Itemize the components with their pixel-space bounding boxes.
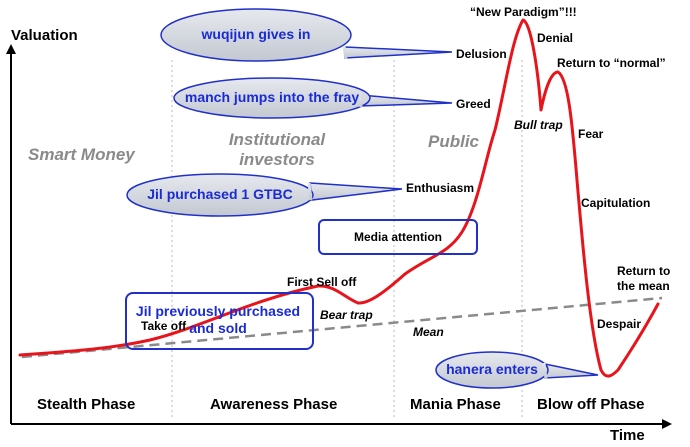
bubble-hanera bbox=[435, 351, 599, 389]
label-capitulation: Capitulation bbox=[581, 196, 651, 210]
label-return-to-normal: Return to “normal” bbox=[557, 56, 666, 70]
x-axis-arrow bbox=[662, 419, 672, 429]
phase-label-awareness: Awareness Phase bbox=[210, 396, 338, 413]
label-take-off: Take off bbox=[141, 319, 187, 333]
x-axis-label: Time bbox=[610, 427, 645, 444]
label-media-attention: Media attention bbox=[353, 230, 442, 244]
media-attention-box bbox=[318, 219, 478, 255]
label-first-sell-off: First Sell off bbox=[287, 275, 357, 289]
annotation-manch: manch jumps into the fray bbox=[184, 89, 360, 105]
y-axis-arrow bbox=[6, 44, 16, 54]
label-new-paradigm: “New Paradigm”!!! bbox=[470, 5, 577, 19]
label-mean: Mean bbox=[413, 325, 444, 339]
annotation-wuqijun: wuqijun gives in bbox=[201, 26, 311, 42]
phase-title-public: Public bbox=[428, 132, 480, 151]
label-return-to-mean: Return to the mean bbox=[617, 264, 671, 293]
label-despair: Despair bbox=[597, 317, 642, 331]
y-axis-label: Valuation bbox=[11, 27, 78, 44]
mean-line bbox=[21, 296, 663, 359]
annotation-hanera: hanera enters bbox=[446, 361, 538, 377]
label-delusion: Delusion bbox=[456, 47, 507, 61]
label-enthusiasm: Enthusiasm bbox=[406, 181, 475, 195]
annotation-jil-gtbc: Jil purchased 1 GTBC bbox=[147, 186, 293, 202]
phase-label-mania: Mania Phase bbox=[410, 396, 501, 413]
label-fear: Fear bbox=[578, 127, 604, 141]
phase-title-institutional: Institutional investors bbox=[228, 130, 326, 169]
label-bull-trap: Bull trap bbox=[514, 118, 563, 132]
phase-label-blowoff: Blow off Phase bbox=[537, 396, 645, 413]
phase-title-smart-money: Smart Money bbox=[28, 145, 135, 164]
jil-previous-box bbox=[125, 292, 314, 350]
label-bear-trap: Bear trap bbox=[320, 308, 373, 322]
valuation-curve bbox=[18, 18, 660, 378]
phase-label-stealth: Stealth Phase bbox=[37, 396, 136, 413]
bubble-manch bbox=[173, 77, 453, 119]
label-denial: Denial bbox=[537, 31, 574, 45]
label-greed: Greed bbox=[456, 97, 491, 111]
annotation-jil-previous: Jil previously purchased and sold bbox=[135, 303, 301, 336]
bubble-jil-gtbc bbox=[126, 173, 403, 217]
bubble-wuqijun bbox=[160, 8, 453, 62]
